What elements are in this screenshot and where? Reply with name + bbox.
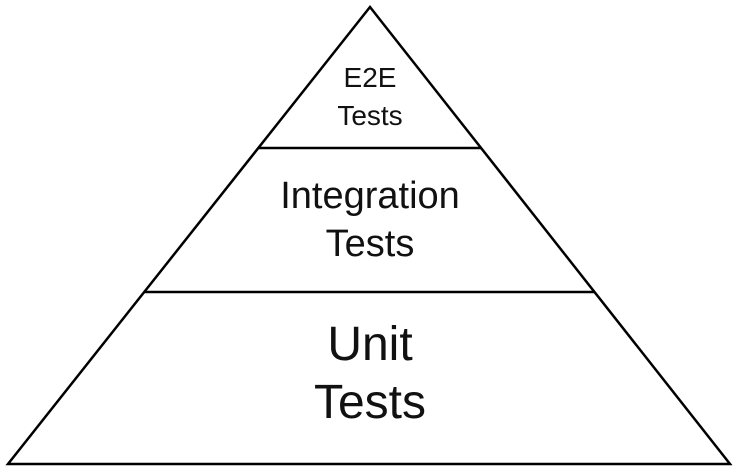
level-label-e2e-tests: E2E Tests	[337, 62, 403, 131]
level-label-unit-tests: Unit Tests	[313, 318, 427, 429]
pyramid-outline	[5, 4, 733, 466]
level-label-integration-tests: Integration Tests	[280, 175, 460, 265]
